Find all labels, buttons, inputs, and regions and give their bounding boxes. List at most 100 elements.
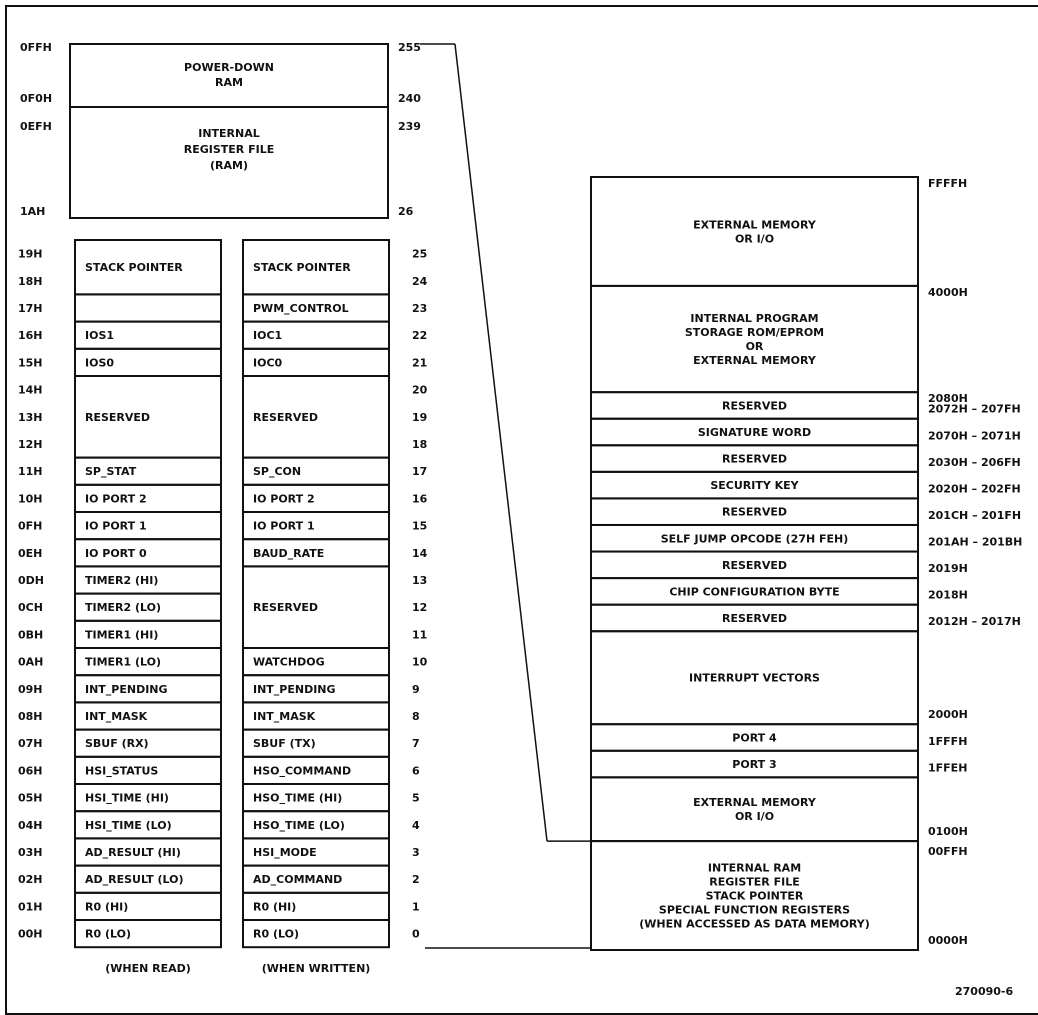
dec-label: 4 [412, 819, 420, 832]
program-memory-label: RESERVED [722, 559, 787, 572]
addr-label: 00H [18, 928, 43, 941]
addr-label: 19H [18, 248, 43, 261]
dec-label: 255 [398, 41, 421, 54]
prog-addr-label: 0100H [928, 825, 968, 838]
when-written-caption: (WHEN WRITTEN) [262, 962, 371, 975]
dec-label: 9 [412, 683, 420, 696]
read-register-cell-label: AD_RESULT (HI) [85, 846, 181, 859]
dec-label: 5 [412, 792, 420, 805]
write-register-cell-label: R0 (LO) [253, 928, 299, 941]
read-register-cell-label: TIMER2 (HI) [85, 574, 158, 587]
prog-addr-label: 1FFFH [928, 735, 967, 748]
read-register-cell-label: INT_PENDING [85, 683, 168, 696]
dec-label: 22 [412, 329, 427, 342]
program-memory-label: EXTERNAL MEMORY [693, 354, 817, 367]
program-memory-label: REGISTER FILE [709, 876, 799, 889]
addr-label: 04H [18, 819, 43, 832]
write-register-cell-label: PWM_CONTROL [253, 302, 349, 315]
addr-label: 13H [18, 411, 43, 424]
read-register-cell-label: TIMER1 (LO) [85, 656, 161, 669]
dec-label: 7 [412, 737, 420, 750]
figure-id: 270090-6 [955, 985, 1013, 998]
addr-label: 18H [18, 275, 43, 288]
read-register-cell-label: IO PORT 1 [85, 520, 147, 533]
write-register-cell-label: HSO_TIME (LO) [253, 819, 345, 832]
addr-label: 05H [18, 792, 43, 805]
connector-line [454, 43, 548, 842]
program-memory-label: RESERVED [722, 612, 787, 625]
register-file-label: (RAM) [210, 159, 248, 172]
prog-addr-label: 2080H [928, 392, 968, 405]
program-memory-label: STACK POINTER [706, 890, 804, 903]
dec-label: 11 [412, 628, 427, 641]
program-memory-label: EXTERNAL MEMORY [693, 796, 817, 809]
program-memory-label: INTERNAL RAM [708, 862, 801, 875]
prog-addr-label: 2012H – 2017H [928, 615, 1021, 628]
addr-label: 0EFH [20, 120, 52, 133]
read-register-cell-label: TIMER2 (LO) [85, 601, 161, 614]
register-file-block [69, 106, 389, 219]
addr-label: 0CH [18, 601, 43, 614]
program-memory-label: SIGNATURE WORD [698, 426, 811, 439]
program-memory-label: (WHEN ACCESSED AS DATA MEMORY) [639, 918, 870, 931]
addr-label: 0DH [18, 574, 44, 587]
addr-label: 0FFH [20, 41, 52, 54]
addr-label: 17H [18, 302, 43, 315]
addr-label: 06H [18, 764, 43, 777]
program-memory-label: RESERVED [722, 399, 787, 412]
prog-addr-label: 2020H – 202FH [928, 482, 1021, 495]
prog-addr-label: 201AH – 201BH [928, 536, 1022, 549]
addr-label: 1AH [20, 205, 45, 218]
dec-label: 6 [412, 764, 420, 777]
program-memory-label: INTERRUPT VECTORS [689, 672, 820, 685]
write-register-cell-label: HSO_TIME (HI) [253, 792, 342, 805]
read-register-cell-label: HSI_TIME (LO) [85, 819, 172, 832]
program-memory-label: SPECIAL FUNCTION REGISTERS [659, 904, 850, 917]
prog-addr-label: 2019H [928, 562, 968, 575]
powerdown-ram-label: RAM [215, 76, 243, 89]
write-register-cell-label: AD_COMMAND [253, 873, 342, 886]
program-memory-label: SELF JUMP OPCODE (27H FEH) [661, 532, 849, 545]
dec-label: 26 [398, 205, 414, 218]
dec-label: 0 [412, 928, 420, 941]
write-register-cell [242, 919, 390, 949]
addr-label: 0FH [18, 520, 42, 533]
prog-addr-label: 2000H [928, 708, 968, 721]
program-memory-label: OR I/O [735, 810, 774, 823]
program-memory-label: OR [746, 340, 764, 353]
program-memory-label: PORT 3 [732, 758, 776, 771]
read-register-cell-label: R0 (LO) [85, 928, 131, 941]
read-register-cell-label: SP_STAT [85, 465, 137, 478]
read-register-cell-label: INT_MASK [85, 710, 148, 723]
addr-label: 09H [18, 683, 43, 696]
dec-label: 17 [412, 465, 427, 478]
dec-label: 23 [412, 302, 427, 315]
write-register-cell-label: BAUD_RATE [253, 547, 324, 560]
addr-label: 08H [18, 710, 43, 723]
dec-label: 19 [412, 411, 427, 424]
write-register-cell-label: INT_PENDING [253, 683, 336, 696]
read-register-cell-label: STACK POINTER [85, 261, 183, 274]
dec-label: 15 [412, 520, 427, 533]
addr-label: 07H [18, 737, 43, 750]
prog-addr-label: 2072H – 207FH [928, 403, 1021, 416]
write-register-cell-label: HSI_MODE [253, 846, 317, 859]
read-register-cell-label: RESERVED [85, 411, 150, 424]
dec-label: 20 [412, 384, 428, 397]
read-register-cell-label: SBUF (RX) [85, 737, 149, 750]
prog-addr-label: 2030H – 206FH [928, 456, 1021, 469]
dec-label: 24 [412, 275, 428, 288]
addr-label: 12H [18, 438, 43, 451]
addr-label: 10H [18, 492, 43, 505]
write-register-cell-label: R0 (HI) [253, 900, 296, 913]
write-register-cell-label: IO PORT 1 [253, 520, 315, 533]
addr-label: 0AH [18, 656, 43, 669]
dec-label: 239 [398, 120, 421, 133]
dec-label: 16 [412, 492, 428, 505]
dec-label: 2 [412, 873, 420, 886]
write-register-cell-label: STACK POINTER [253, 261, 351, 274]
read-register-cell-label: HSI_TIME (HI) [85, 792, 169, 805]
read-register-cell-label: IO PORT 0 [85, 547, 147, 560]
dec-label: 14 [412, 547, 428, 560]
